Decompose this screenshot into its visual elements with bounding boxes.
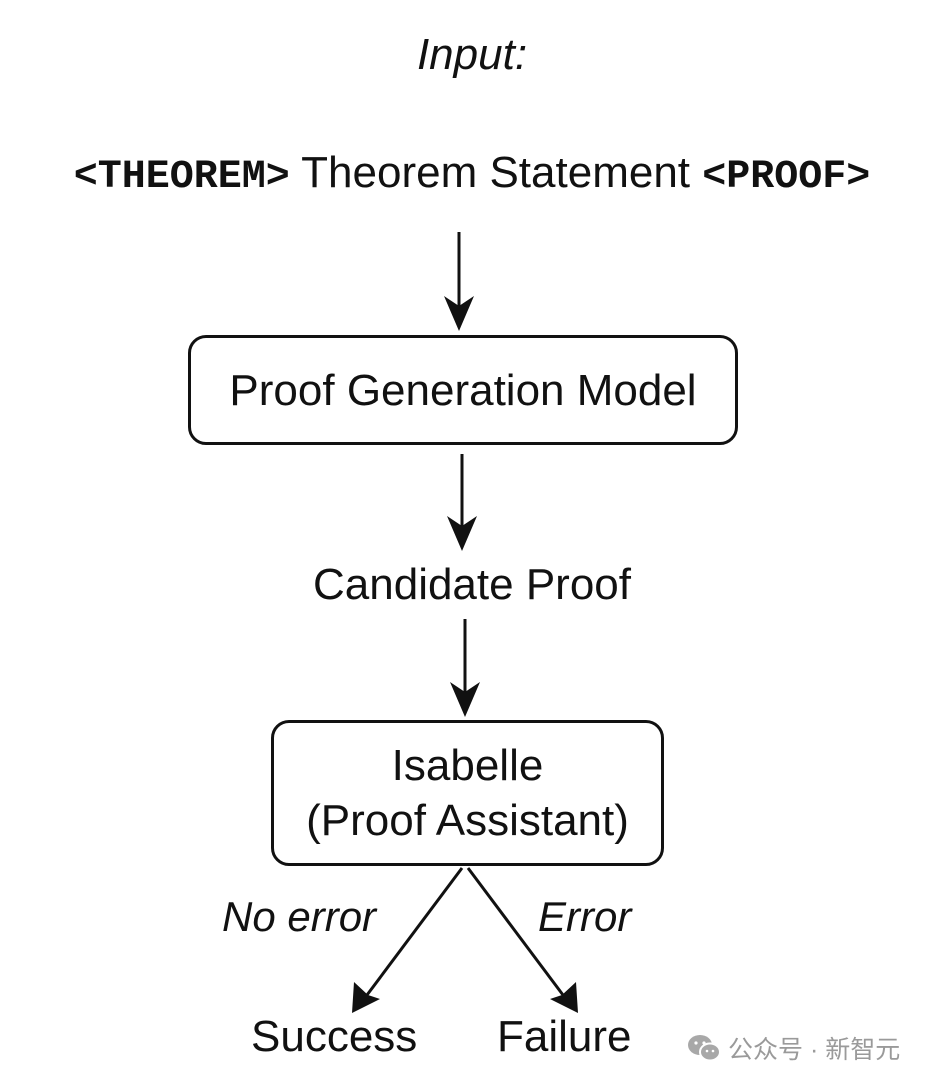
arrow-isabelle-to-failure <box>466 867 578 1013</box>
arrow-isabelle-to-success <box>352 867 464 1013</box>
success-outcome: Success <box>251 1012 418 1061</box>
isabelle-node: Isabelle (Proof Assistant) <box>271 720 664 866</box>
isabelle-label: Isabelle <box>391 741 544 790</box>
proof-generation-model-label: Proof Generation Model <box>229 365 697 415</box>
watermark: 公众号 · 新智元 <box>686 1030 900 1066</box>
theorem-input-line: <THEOREM> Theorem Statement <PROOF> <box>0 148 944 200</box>
arrow-input-to-model <box>444 232 474 331</box>
watermark-text: 公众号 · 新智元 <box>728 1036 901 1064</box>
proof-generation-model-node: Proof Generation Model <box>188 335 738 445</box>
arrow-model-to-candidate <box>447 454 477 551</box>
error-edge-label: Error <box>538 893 632 940</box>
wechat-logo-icon <box>688 1035 721 1062</box>
candidate-proof-label: Candidate Proof <box>313 560 631 609</box>
theorem-statement: Theorem Statement <box>301 148 691 197</box>
failure-outcome: Failure <box>497 1012 632 1061</box>
theorem-tag: <THEOREM> <box>73 155 290 200</box>
input-label: Input: <box>416 30 528 79</box>
proof-tag: <PROOF> <box>702 155 871 200</box>
no-error-edge-label: No error <box>222 893 377 940</box>
proof-assistant-label: (Proof Assistant) <box>306 796 629 845</box>
arrow-candidate-to-isabelle <box>450 619 480 717</box>
